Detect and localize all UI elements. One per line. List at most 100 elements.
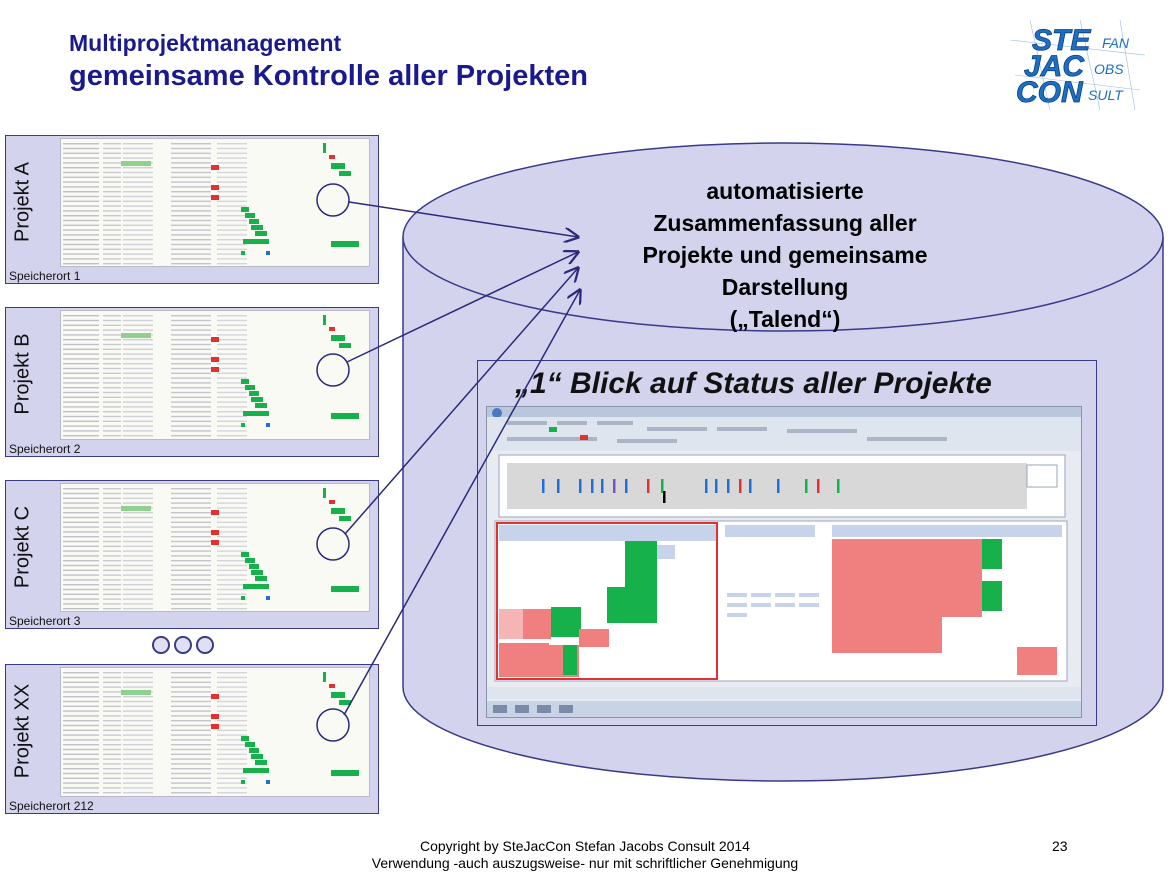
thumb-gantt-bar <box>241 207 249 212</box>
arrow-icon <box>346 252 578 363</box>
page-number: 23 <box>1052 838 1068 854</box>
slide-title: gemeinsame Kontrolle aller Projekten <box>69 60 588 92</box>
thumb-gantt-bar <box>331 508 345 514</box>
status-cell <box>832 617 942 653</box>
thumb-gantt-bar <box>251 397 263 402</box>
table-line <box>727 603 747 607</box>
thumb-gantt-bar <box>323 488 326 498</box>
timeline-bar <box>613 479 616 493</box>
status-cell <box>982 581 1002 611</box>
marker-circle-icon <box>316 708 350 742</box>
thumb-gantt-bar <box>339 516 351 521</box>
table-line <box>775 603 795 607</box>
timeline-bar <box>557 479 560 493</box>
usage-notice: Verwendung -auch auszugsweise- nur mit s… <box>371 855 799 871</box>
timeline-bar <box>805 479 808 493</box>
storage-label: Speicherort 2 <box>9 442 81 456</box>
thumb-gantt-bar <box>339 343 351 348</box>
thumb-gantt-bar <box>323 672 326 682</box>
stejaccon-logo: STE JAC CON FAN OBS SULT <box>1010 20 1145 110</box>
thumb-gantt-bar <box>245 558 255 563</box>
status-cell <box>982 539 1002 569</box>
thumb-gantt-bar <box>339 171 351 176</box>
thumb-red-flag <box>211 530 219 535</box>
thumb-red-flag <box>329 500 335 504</box>
thumb-gantt-bar <box>331 163 345 169</box>
thumb-gantt-bar <box>251 225 263 230</box>
caption-line: Darstellung <box>721 274 849 300</box>
thumb-gantt-bar <box>241 552 249 557</box>
thumb-highlight <box>121 161 151 166</box>
thumb-marker <box>266 780 270 784</box>
table-line <box>727 593 747 597</box>
thumb-gantt-bar <box>249 748 259 753</box>
project-box-xx: Projekt XX Speicherort 212 <box>5 664 379 814</box>
slide-subtitle: Multiprojektmanagement <box>69 30 342 56</box>
thumb-gantt-bar <box>249 391 259 396</box>
thumb-marker <box>266 596 270 600</box>
thumb-gantt-bar <box>323 315 326 325</box>
storage-label: Speicherort 3 <box>9 614 81 628</box>
timeline-bar <box>705 479 708 493</box>
status-cell <box>1017 647 1057 675</box>
storage-label: Speicherort 212 <box>9 799 94 813</box>
arrow-icon <box>344 268 578 535</box>
dashboard-graphic <box>487 407 1081 717</box>
thumb-marker <box>266 423 270 427</box>
status-cell <box>962 583 982 607</box>
status-panel-heading: „1“ Blick auf Status aller Projekte <box>515 367 992 400</box>
logo-small-1: FAN <box>1102 35 1130 51</box>
thumb-gantt-bar <box>241 251 245 255</box>
thumb-red-flag <box>211 724 219 729</box>
thumb-highlight <box>121 690 151 695</box>
thumb-gantt-bar <box>331 692 345 698</box>
thumb-red-flag <box>211 195 219 200</box>
status-cell <box>499 643 549 677</box>
timeline-bar <box>542 479 545 493</box>
marker-circle-icon <box>316 183 350 217</box>
thumb-red-flag <box>329 155 335 159</box>
thumb-gantt-bar <box>331 770 359 776</box>
thumb-gantt-bar <box>245 742 255 747</box>
dot-icon <box>196 636 214 654</box>
thumb-gantt-bar <box>241 596 245 600</box>
thumb-red-flag <box>211 510 219 515</box>
timeline-bar <box>663 491 666 503</box>
thumb-gantt-bar <box>245 213 255 218</box>
thumb-gantt-bar <box>331 335 345 341</box>
timeline-bar <box>591 479 594 493</box>
status-cell <box>523 609 551 639</box>
thumb-gantt-bar <box>243 584 269 589</box>
table-header <box>725 525 815 537</box>
status-cell <box>657 545 675 559</box>
timeline-bar <box>749 479 752 493</box>
thumb-marker <box>266 251 270 255</box>
timeline-bar <box>777 479 780 493</box>
timeline-bar <box>579 479 582 493</box>
thumb-gantt-bar <box>251 570 263 575</box>
thumb-gantt-bar <box>243 411 269 416</box>
thumb-gantt-bar <box>331 413 359 419</box>
thumb-red-flag <box>211 357 219 362</box>
thumb-gantt-bar <box>241 423 245 427</box>
timeline-bar <box>647 479 650 493</box>
more-projects-dots <box>152 636 218 659</box>
thumb-gantt-bar <box>331 241 359 247</box>
thumb-gantt-bar <box>331 586 359 592</box>
marker-circle-icon <box>316 527 350 561</box>
caption-line: Zusammenfassung aller <box>653 210 917 236</box>
arrow-icon <box>343 290 580 716</box>
thumb-gantt-bar <box>255 760 267 765</box>
table-line <box>775 593 795 597</box>
thumb-gantt-bar <box>245 385 255 390</box>
marker-circle-icon <box>316 353 350 387</box>
thumb-red-flag <box>211 714 219 719</box>
table-header <box>832 525 1062 537</box>
thumb-gantt-bar <box>339 700 351 705</box>
thumb-red-flag <box>329 327 335 331</box>
caption-line: („Talend“) <box>729 306 841 332</box>
logo-small-2: OBS <box>1094 61 1124 77</box>
storage-label: Speicherort 1 <box>9 269 81 283</box>
thumb-red-flag <box>211 165 219 170</box>
thumb-highlight <box>121 506 151 511</box>
